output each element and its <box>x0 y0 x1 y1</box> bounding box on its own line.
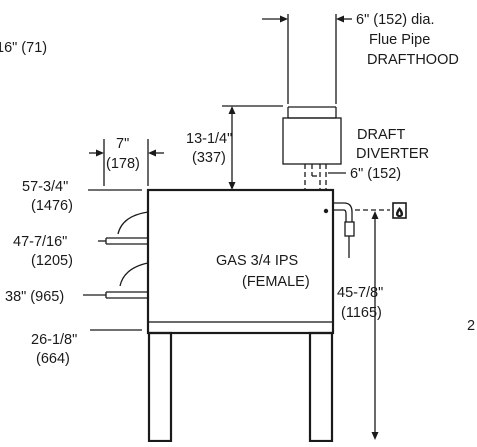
label-right-partial: 2 <box>467 318 475 334</box>
flue-pipe <box>287 106 337 119</box>
clearance-dimension <box>89 139 164 186</box>
label-clearance-mm: (178) <box>106 156 140 172</box>
oven-legs <box>147 331 334 443</box>
flame-icon <box>392 202 407 219</box>
label-deck1-mm: (1205) <box>31 253 73 269</box>
label-base-in: 26-1/8" <box>31 332 77 348</box>
label-gas-mm: (1165) <box>341 305 382 321</box>
label-gas-line2: (FEMALE) <box>242 274 310 290</box>
label-flue-dia: 6" (152) dia. <box>356 12 435 28</box>
gas-connection <box>323 202 355 258</box>
label-hood-mm: (337) <box>192 150 226 166</box>
label-clearance-in: 7" <box>116 136 129 152</box>
label-deck1-in: 47-7/16" <box>13 234 67 250</box>
flue-dimension <box>262 14 352 104</box>
label-base-mm: (664) <box>36 351 70 367</box>
label-flue-pipe: Flue Pipe <box>369 32 430 48</box>
draft-diverter <box>304 164 327 189</box>
label-diverter-dim: 6" (152) <box>350 166 401 182</box>
base-rail <box>147 321 334 334</box>
label-diverter: DIVERTER <box>356 146 429 162</box>
label-gas-in: 45-7/8" <box>337 285 383 301</box>
label-top-left: 16" (71) <box>0 40 47 56</box>
label-top-in: 57-3/4" <box>22 179 68 195</box>
label-hood-in: 13-1/4" <box>186 131 232 147</box>
deck-door-lower <box>105 262 149 299</box>
drafthood-height-dimension <box>222 105 283 190</box>
deck-door-upper <box>105 211 149 245</box>
label-deck2: 38" (965) <box>5 289 64 305</box>
label-draft: DRAFT <box>357 127 405 143</box>
label-top-mm: (1476) <box>31 198 73 214</box>
label-drafthood: DRAFTHOOD <box>367 52 459 68</box>
gas-height-dimension <box>371 211 379 440</box>
drafthood <box>282 117 342 165</box>
label-gas-line1: GAS 3/4 IPS <box>216 253 298 269</box>
